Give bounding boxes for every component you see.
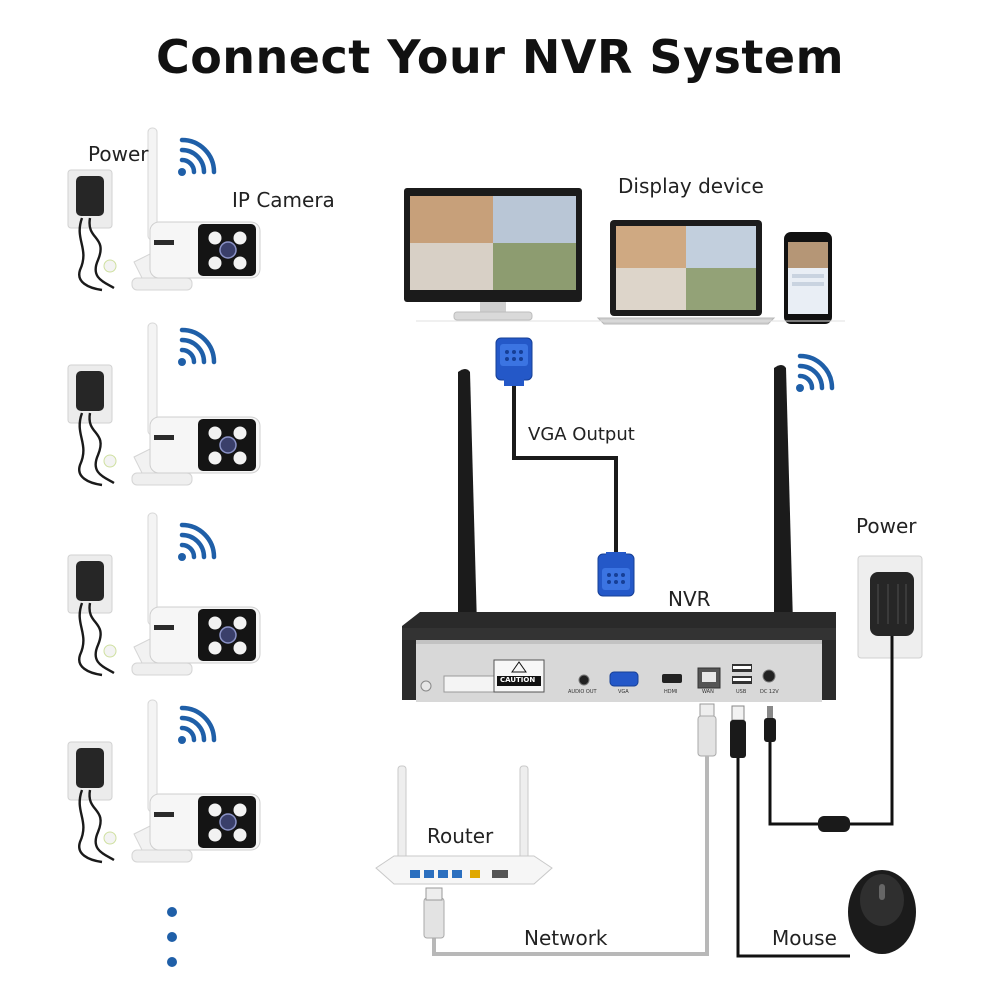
nvr-wan-port-label: WAN [702,689,714,695]
wifi-icon [178,525,214,561]
nvr-power-adapter [764,555,923,832]
ip-camera-4 [66,698,262,864]
nvr-power-label: Power [856,514,917,538]
ip-camera-3 [66,511,262,677]
nvr-audio-out-label: AUDIO OUT [568,689,597,695]
nvr-antenna-left [458,369,478,667]
vga-cable [495,337,635,597]
router-label: Router [427,824,494,848]
monitor-icon [404,188,582,321]
nvr-recorder [402,612,836,702]
camera-power-label: Power [88,142,149,166]
more-cameras-dots-icon [167,907,177,967]
nvr-hdmi-port-label: HDMI [664,689,678,695]
network-label: Network [524,926,608,950]
wifi-icon [178,140,214,176]
nvr-antenna-right [774,365,794,665]
vga-output-label: VGA Output [528,424,635,445]
wifi-icon [796,356,832,392]
wifi-icon [178,708,214,744]
mouse-icon [848,870,916,954]
nvr-caution-label: CAUTION [500,676,536,684]
network-cable [423,703,717,956]
ip-camera-label: IP Camera [232,188,335,212]
nvr-label: NVR [668,587,711,611]
mouse-label: Mouse [772,926,837,950]
smartphone-icon [784,232,832,324]
ip-camera-2 [66,321,262,487]
wifi-icon [178,330,214,366]
router-icon [375,765,553,885]
laptop-icon [596,220,776,325]
page-title: Connect Your NVR System [155,30,845,84]
display-device-label: Display device [618,174,764,198]
nvr-usb-port-label: USB [736,689,747,695]
usb-cable [730,705,850,958]
nvr-dc-port-label: DC 12V [760,689,779,695]
nvr-vga-port-label: VGA [618,689,629,695]
